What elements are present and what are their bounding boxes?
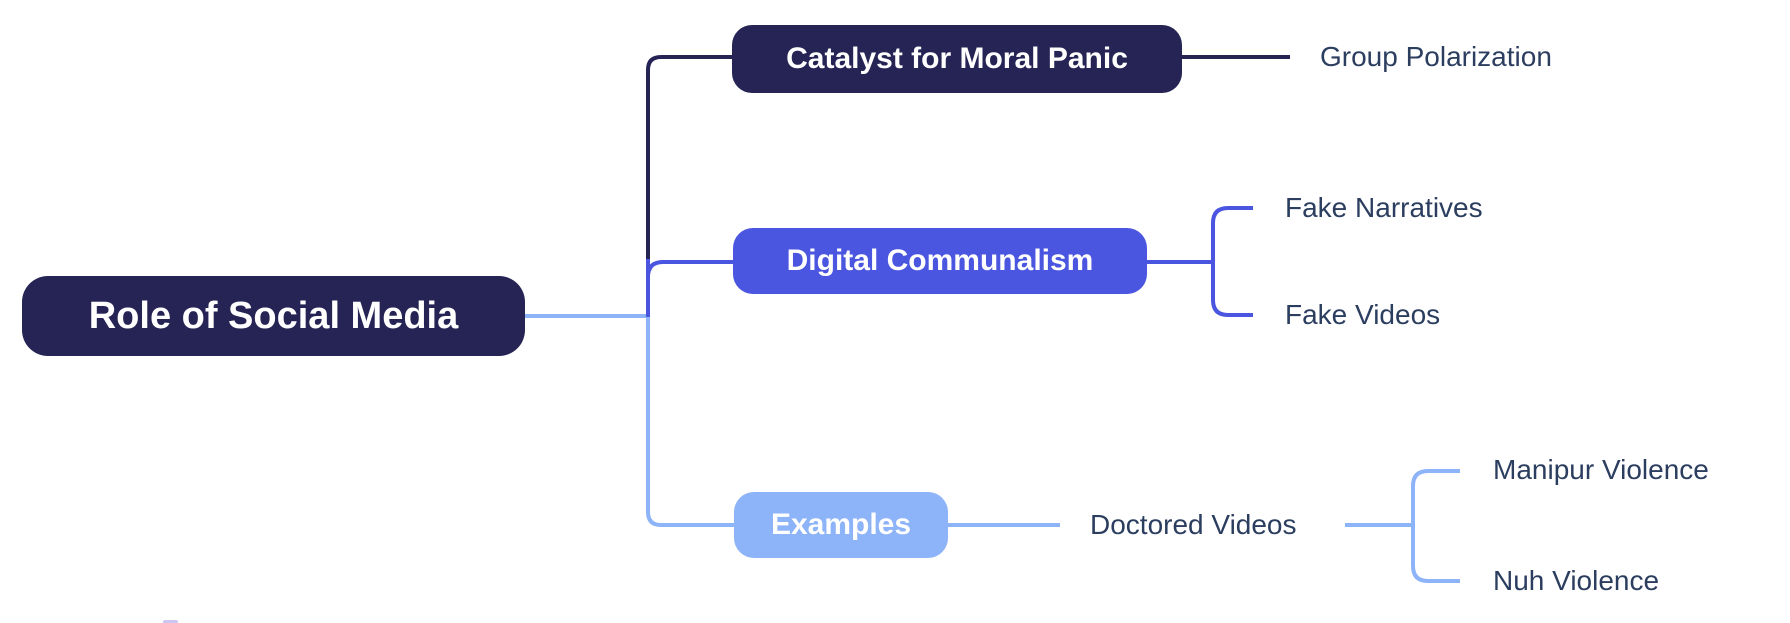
connector-doctored-videos-bracket (1345, 469, 1460, 583)
leaf-node-manipur-violence[interactable]: Manipur Violence (1493, 454, 1709, 485)
branch-node-examples[interactable]: Examples (734, 492, 948, 558)
root-node-role-of-social-media[interactable]: Role of Social Media (22, 276, 525, 356)
clipped-node-edge-artifact (163, 620, 178, 623)
connector-root-to-trunk (525, 314, 734, 527)
sub-node-doctored-videos[interactable]: Doctored Videos (1090, 509, 1297, 540)
connector-digital-bracket (1147, 206, 1253, 317)
branch-node-catalyst-for-moral-panic[interactable]: Catalyst for Moral Panic (732, 25, 1182, 93)
branch-node-digital-communalism[interactable]: Digital Communalism (733, 228, 1147, 294)
branch-node-label: Digital Communalism (786, 244, 1094, 277)
leaf-node-fake-narratives[interactable]: Fake Narratives (1285, 192, 1483, 223)
branch-node-label: Examples (770, 508, 912, 541)
connector-trunk-to-digital (646, 256, 733, 317)
root-node-label: Role of Social Media (88, 294, 459, 337)
branch-node-label: Catalyst for Moral Panic (786, 42, 1128, 75)
leaf-node-nuh-violence[interactable]: Nuh Violence (1493, 565, 1660, 596)
connector-trunk-to-catalyst (646, 55, 732, 259)
leaf-node-group-polarization[interactable]: Group Polarization (1320, 41, 1552, 72)
leaf-node-fake-videos[interactable]: Fake Videos (1285, 299, 1441, 330)
